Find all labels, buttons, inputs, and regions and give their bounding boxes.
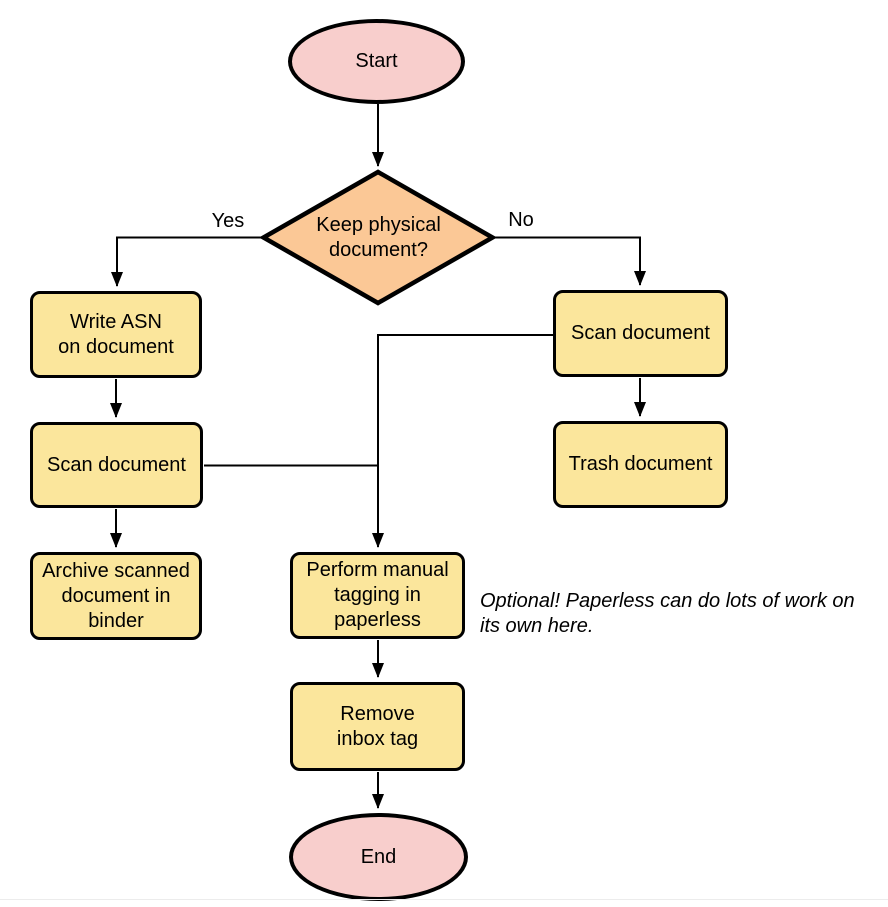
node-manual-tagging-label: Perform manual tagging in paperless	[306, 559, 449, 631]
node-end: End	[289, 813, 468, 901]
decision-label-text: Keep physical document?	[316, 213, 441, 261]
edge-decision-no-to-scan-right	[493, 236, 646, 286]
node-remove-inbox-tag: Remove inbox tag	[290, 682, 465, 771]
node-start: Start	[288, 19, 465, 104]
edge-decision-yes-to-write-asn	[111, 236, 263, 287]
node-start-label: Start	[355, 50, 398, 72]
node-scan-document-right-label: Scan document	[571, 322, 710, 344]
node-write-asn-label: Write ASN on document	[58, 310, 174, 358]
node-decision-label: Keep physical document?	[264, 172, 493, 303]
node-manual-tagging: Perform manual tagging in paperless	[290, 552, 465, 639]
optional-annotation: Optional! Paperless can do lots of work …	[480, 590, 855, 637]
page-bottom-divider	[0, 899, 888, 900]
node-archive-binder-label: Archive scanned document in binder	[42, 559, 190, 632]
node-trash-document-label: Trash document	[568, 453, 713, 475]
node-end-label: End	[360, 845, 397, 868]
decision-diamond-shape	[258, 169, 498, 306]
node-scan-document-right: Scan document	[553, 290, 728, 377]
node-scan-document-left: Scan document	[30, 422, 203, 508]
edge-label-no: No	[508, 209, 534, 231]
node-archive-binder: Archive scanned document in binder	[30, 552, 202, 640]
node-trash-document: Trash document	[553, 421, 728, 508]
node-scan-document-left-label: Scan document	[47, 453, 186, 476]
edge-label-yes: Yes	[211, 210, 245, 232]
node-write-asn: Write ASN on document	[30, 291, 202, 378]
node-remove-inbox-tag-label: Remove inbox tag	[336, 702, 419, 750]
edge-scan-right-to-tagging	[372, 334, 553, 548]
